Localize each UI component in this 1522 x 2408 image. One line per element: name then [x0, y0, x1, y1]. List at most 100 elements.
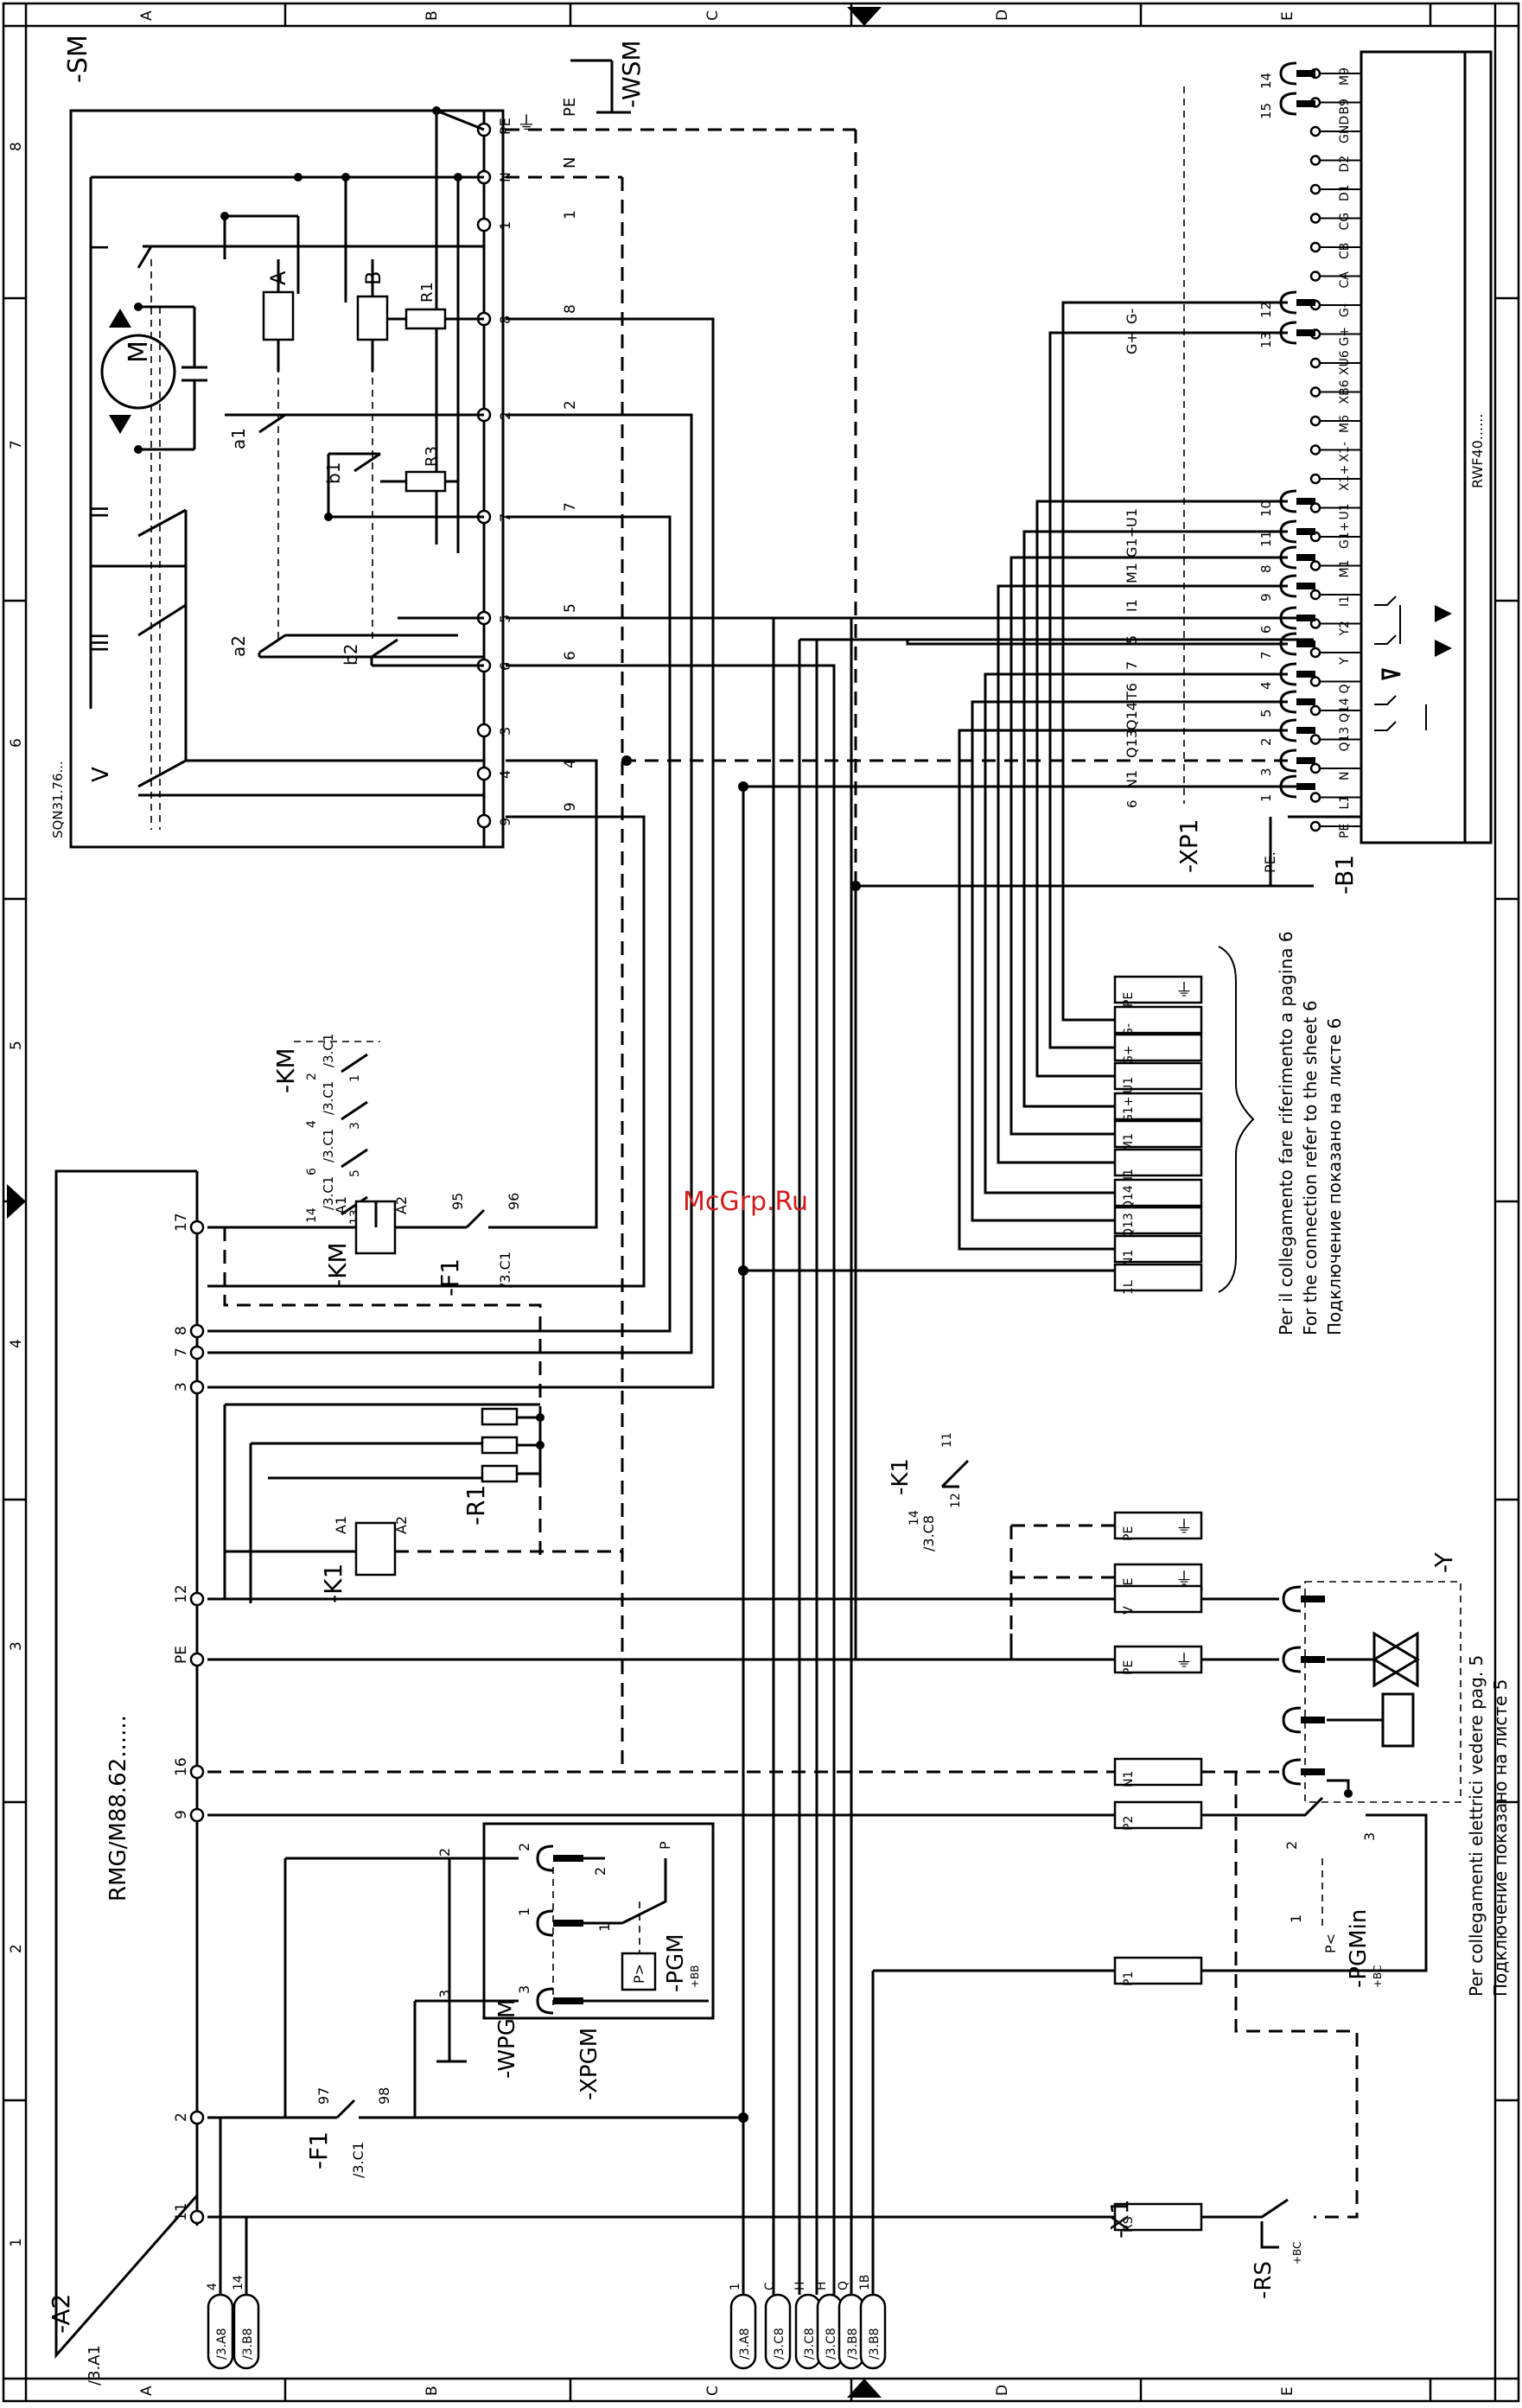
sm-terminal [476, 723, 492, 738]
reference-label: /3.C8 [825, 2328, 838, 2360]
xp1-wire-label: I1 [1124, 599, 1140, 612]
earth-icon: ⏚ [1175, 1650, 1193, 1671]
brace [1218, 946, 1255, 1293]
reference-number: 1 [729, 2283, 742, 2290]
km-contact-line [341, 1053, 368, 1073]
a2-model: RMG/M88.62...... [105, 1715, 131, 1902]
plug-pin-icon [1296, 783, 1315, 790]
reference-oval [764, 2293, 792, 2370]
sheet6-terminal [1113, 1206, 1203, 1235]
n-label: N [561, 157, 579, 169]
f1-lower-label: -F1 [304, 2131, 333, 2169]
plug-pin-icon [1296, 640, 1315, 647]
switch-ii-label: II [88, 506, 114, 519]
rwf-terminal-label: G+ [1338, 327, 1352, 347]
plug-pin-icon [1296, 498, 1315, 505]
km-contact-ref: /3.C1 [321, 1081, 336, 1115]
rwf-terminal-label: XB6 [1338, 379, 1352, 404]
rwf-terminal [1309, 386, 1321, 398]
a2-terminal [189, 2110, 205, 2125]
a2-terminal-label: 12 [173, 1584, 190, 1603]
k1-label: -K1 [319, 1564, 347, 1603]
sheet6-terminal [1113, 1033, 1203, 1062]
rwf-terminal-label: I1 [1338, 596, 1352, 607]
km-contact-bottom: 1 [348, 1074, 362, 1082]
plug-socket-icon [536, 1909, 554, 1937]
rwf-terminal-label: GND [1338, 116, 1352, 143]
rwf-terminal-label: N [1338, 772, 1352, 780]
a2-terminal-label: 2 [173, 2112, 190, 2122]
f1-96: 96 [506, 1193, 522, 1210]
wsm-cable: -WSM PE N [561, 40, 646, 169]
sm-wire-number: 1 [562, 210, 579, 220]
xp1-pin-number: 6 [1124, 799, 1140, 808]
row-number: 7 [8, 440, 25, 449]
rwf-terminal [1309, 820, 1321, 832]
km-contact-top: 4 [305, 1120, 319, 1128]
rs-sub: +BC [1291, 2242, 1303, 2265]
sm-terminal-label: 4 [497, 770, 513, 779]
column-letter: D [994, 2385, 1011, 2396]
a2-terminal [189, 1220, 205, 1235]
pgm-pin-1: 1 [596, 1923, 613, 1932]
xp1-wire-label: 7 [1124, 661, 1140, 670]
km-contact-ref: /3.C1 [321, 1034, 336, 1067]
km-label: -KM [323, 1242, 352, 1288]
plug-pin-icon [1296, 615, 1315, 621]
a2-terminal-label: 7 [173, 1347, 190, 1357]
column-letter: B [423, 10, 441, 21]
wpgm-pin-3: 3 [436, 1990, 453, 1998]
rwf-terminal [1309, 734, 1321, 745]
rmg-unit-a2: -A2 /3.A1 RMG/M88.62...... 1787312PE1692… [47, 1169, 205, 2386]
xp1-pin-number: 12 [1258, 302, 1274, 318]
reference-label: /3.A8 [738, 2328, 752, 2360]
rwf-terminal-label: L1 [1338, 795, 1352, 810]
sm-wire-number: 5 [562, 603, 579, 613]
xp1-wire-label: G+ [1124, 332, 1140, 354]
plug-socket-icon [536, 1987, 554, 2015]
pgm-pin-2: 2 [592, 1867, 608, 1876]
note-sheet6-line: Per il collegamento fare riferimento a p… [1276, 931, 1296, 1335]
xp1-wire-label: Q13 [1124, 729, 1140, 758]
x1-terminal [1113, 1511, 1203, 1540]
switch-iii-label: III [88, 633, 114, 653]
plug-pin-icon [1296, 554, 1315, 561]
km-contact-bottom: 3 [348, 1122, 362, 1130]
plug-pin-icon [1296, 698, 1315, 705]
rwf-terminal-label: XU6 [1338, 350, 1352, 375]
plug-pin-icon [1296, 583, 1315, 589]
reference-label: /3.B8 [241, 2328, 255, 2360]
r1-label: R1 [418, 282, 436, 303]
rwf-terminal-label: G1+ [1338, 522, 1352, 550]
rwf-terminal-label: Q14 [1338, 698, 1352, 723]
r1-group-label: -R1 [462, 1485, 490, 1526]
a2-terminal [189, 1379, 205, 1395]
plug-socket-icon [1282, 1585, 1302, 1613]
xp1-wire [984, 672, 1288, 1194]
sheet6-terminal-label: G1+ [1122, 1097, 1136, 1124]
wpgm-label: -WPGM [494, 1999, 520, 2079]
pgmin-pin-2: 2 [1283, 1841, 1300, 1850]
xp1-wire [1035, 500, 1288, 1078]
km-a2: A2 [393, 1196, 410, 1214]
plug-socket-icon [1279, 749, 1297, 773]
xp1-wire-label: G1+ [1124, 526, 1140, 557]
km-contact-ref: /3.C1 [321, 1176, 336, 1210]
sheet6-terminal [1113, 1263, 1203, 1292]
km-contact-top: 6 [305, 1168, 319, 1175]
xp1-pin-number: 15 [1258, 103, 1274, 119]
pe-label: PE [561, 98, 579, 117]
rwf-terminal-label: M1 [1338, 560, 1352, 578]
rwf-terminal [1309, 125, 1321, 137]
row-number: 6 [8, 738, 25, 748]
contact-b1-label: b1 [323, 462, 344, 484]
sm-terminal [476, 766, 492, 781]
xp1-pin-number: 7 [1258, 651, 1274, 659]
column-letter: C [704, 2386, 722, 2396]
column-letter: A [138, 2386, 156, 2396]
rwf-terminal [1309, 792, 1321, 803]
f1-98: 98 [376, 2087, 392, 2105]
